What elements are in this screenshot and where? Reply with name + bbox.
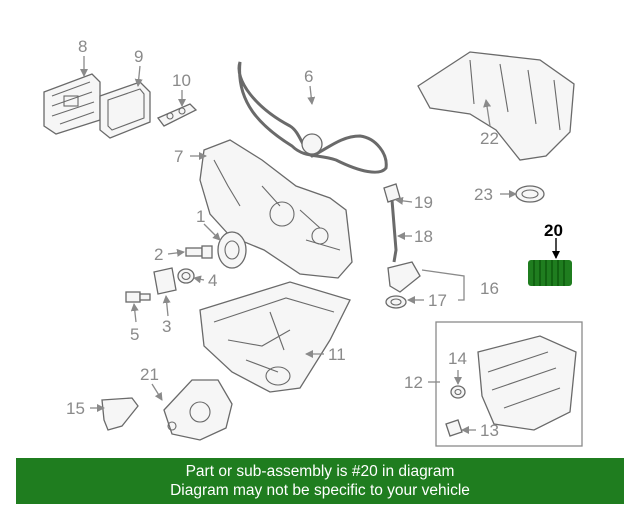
part-4-drawing — [177, 268, 195, 284]
callout-8: 8 — [78, 37, 87, 56]
callout-6: 6 — [304, 67, 313, 86]
callout-23: 23 — [474, 185, 493, 204]
callout-3: 3 — [162, 317, 171, 336]
callout-7: 7 — [174, 147, 183, 166]
part-1-drawing — [217, 231, 247, 269]
callout-19: 19 — [414, 193, 433, 212]
part-12-drawing — [477, 335, 577, 431]
callout-12: 12 — [404, 373, 423, 392]
part-20-drawing — [528, 260, 572, 286]
callout-17: 17 — [428, 291, 447, 310]
banner-line-1: Part or sub-assembly is #20 in diagram — [185, 463, 455, 480]
part-2-drawing — [185, 245, 213, 259]
callout-20: 20 — [544, 221, 563, 240]
part-16-drawing — [387, 261, 421, 293]
callout-2: 2 — [154, 245, 163, 264]
part-9-drawing — [99, 81, 151, 139]
callout-14: 14 — [448, 349, 467, 368]
callout-1: 1 — [196, 207, 205, 226]
callout-4: 4 — [208, 271, 217, 290]
banner-line-2: Diagram may not be specific to your vehi… — [170, 482, 470, 499]
callout-11: 11 — [328, 345, 346, 364]
part-12-box — [435, 321, 583, 447]
callout-9: 9 — [134, 47, 143, 66]
callout-18: 18 — [414, 227, 433, 246]
callout-13: 13 — [480, 421, 499, 440]
callout-15: 15 — [66, 399, 85, 418]
part-5-drawing — [125, 291, 151, 303]
callout-10: 10 — [172, 71, 191, 90]
part-11-drawing — [199, 281, 351, 393]
part-8-drawing — [43, 73, 101, 135]
part-17-drawing — [385, 295, 407, 309]
part-7-drawing — [199, 139, 353, 279]
part-22-drawing — [417, 51, 575, 161]
part-6-drawing — [237, 61, 388, 174]
callout-22: 22 — [480, 129, 499, 148]
part-info-banner: Part or sub-assembly is #20 in diagram D… — [16, 458, 624, 504]
leader-lines — [80, 56, 560, 434]
part-19-drawing — [383, 183, 401, 203]
part-14-drawing — [450, 385, 466, 399]
callout-16: 16 — [480, 279, 499, 298]
part-10-drawing — [156, 103, 198, 127]
part-21-drawing — [163, 379, 233, 441]
part-18-drawing — [390, 199, 398, 263]
part-23-drawing — [515, 185, 545, 203]
part-3-drawing — [153, 267, 177, 295]
part-15-drawing — [101, 397, 139, 431]
callout-21: 21 — [140, 365, 159, 384]
part-13-drawing — [445, 419, 463, 437]
callout-5: 5 — [130, 325, 139, 344]
